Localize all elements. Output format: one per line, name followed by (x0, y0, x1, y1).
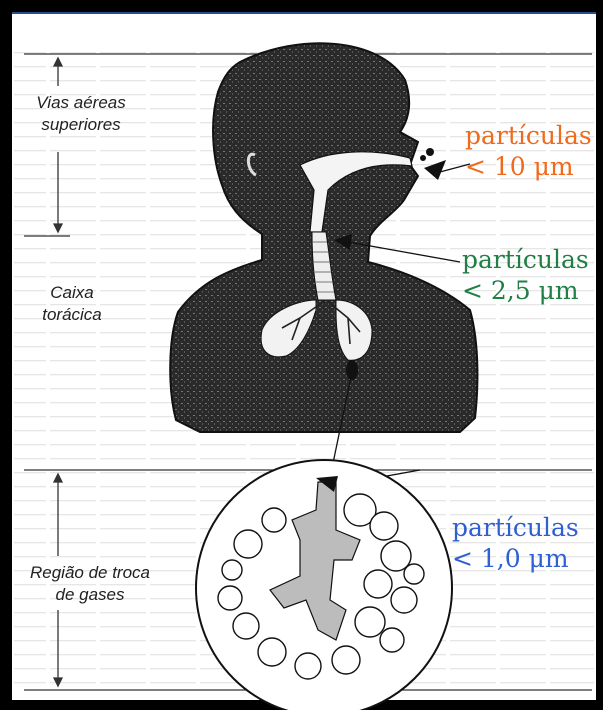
region-label-upper-airways: Vias aéreas superiores (22, 92, 140, 136)
particle-label-1-0: partículas < 1,0 μm (452, 512, 579, 574)
particle-word-2-5: partículas (462, 244, 589, 275)
particle-label-10: partículas < 10 μm (465, 120, 592, 182)
region-label-thoracic-cage: Caixa torácica (22, 282, 122, 326)
particle-word-1-0: partículas (452, 512, 579, 543)
particle-label-2-5: partículas < 2,5 μm (462, 244, 589, 306)
particle-marker-lung (346, 360, 358, 380)
particle-size-1-0: < 1,0 μm (452, 543, 579, 574)
particle-size-2-5: < 2,5 μm (462, 275, 589, 306)
particle-word-10: partículas (465, 120, 592, 151)
particle-size-10: < 10 μm (465, 151, 592, 182)
region-label-gas-exchange: Região de troca de gases (20, 562, 160, 606)
particle-dot-large (426, 148, 434, 156)
